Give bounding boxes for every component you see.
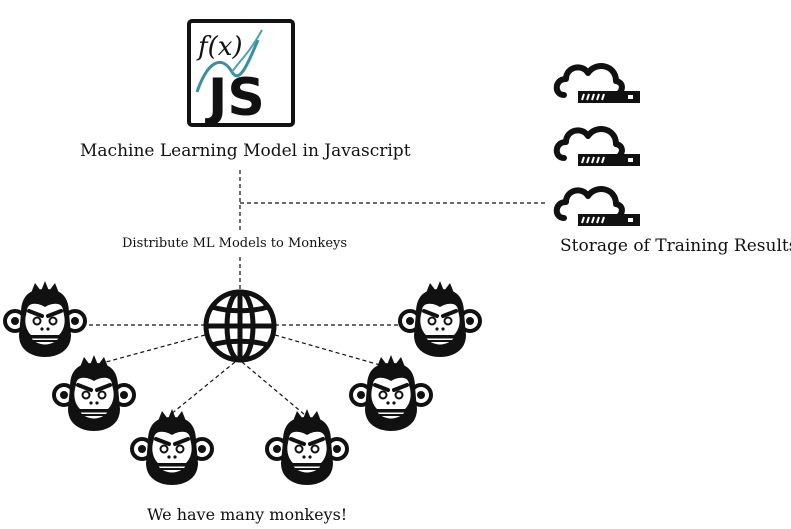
logo-letters: JS (205, 68, 265, 128)
monkey-face-icon (130, 407, 214, 487)
monkeys-label: We have many monkeys! (147, 505, 348, 524)
monkey-face-icon (3, 279, 87, 359)
distribute-label: Distribute ML Models to Monkeys (122, 236, 348, 251)
connector-lines (82, 170, 545, 416)
monkey-face-icon (52, 353, 136, 433)
fx-js-logo-icon: f(x) JS (187, 19, 295, 128)
cloud-server-icon (557, 129, 640, 166)
model-label: Machine Learning Model in Javascript (80, 141, 411, 161)
monkey-face-icon (349, 353, 433, 433)
monkey-face-icon (265, 407, 349, 487)
logo-formula: f(x) (196, 32, 243, 62)
cloud-server-icon (557, 66, 640, 103)
globe-icon (203, 289, 277, 363)
storage-label: Storage of Training Results (560, 236, 791, 256)
monkey-face-icon (398, 279, 482, 359)
cloud-server-icon (557, 189, 640, 226)
